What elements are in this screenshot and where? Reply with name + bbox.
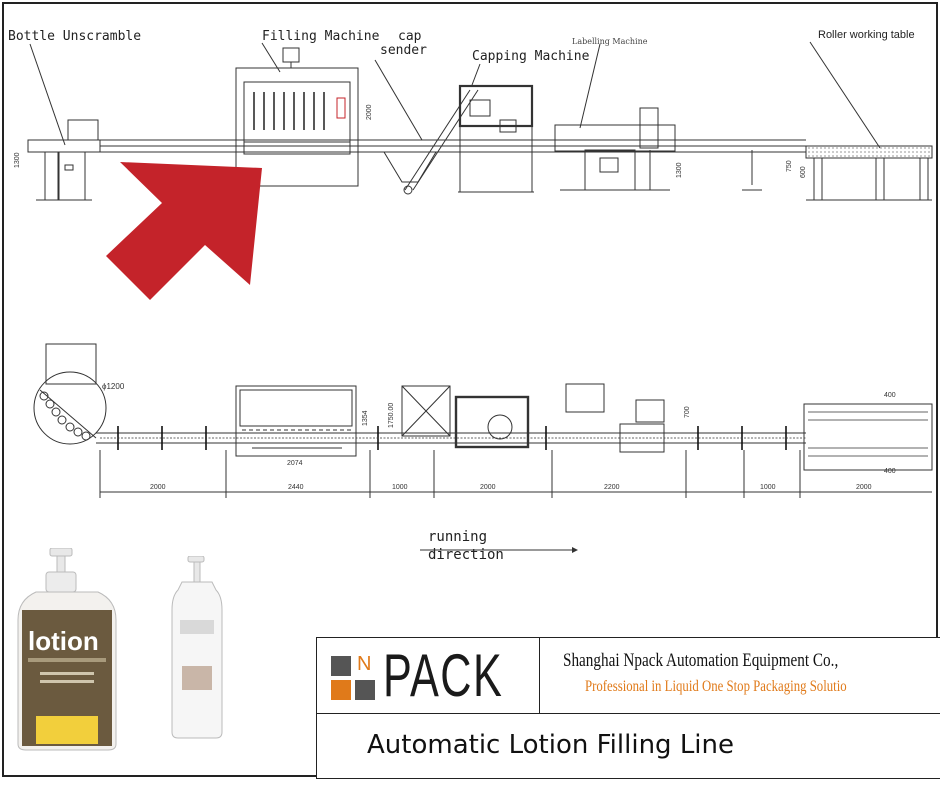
label-filling-machine: Filling Machine: [262, 29, 380, 44]
title-block-vdivider: [539, 638, 540, 713]
dim-top-750: 750: [786, 160, 793, 172]
dim-1354: 1354: [362, 410, 369, 426]
label-capping-machine: Capping Machine: [472, 49, 590, 64]
title-block: N PACK Shanghai Npack Automation Equipme…: [316, 637, 940, 779]
page-title: Automatic Lotion Filling Line: [367, 730, 734, 760]
dim-400b: 400: [884, 468, 896, 475]
title-block-hdivider: [317, 713, 940, 714]
logo-n-mark: N: [357, 653, 372, 675]
dim-700: 700: [684, 406, 691, 418]
dim-seg1: 2000: [150, 484, 166, 491]
running-direction-arrow: [420, 547, 578, 553]
dim-top-2000: 2000: [366, 104, 373, 120]
lotion-bottle-amber: lotion: [17, 548, 117, 751]
dim-seg7: 2000: [856, 484, 872, 491]
label-labelling-machine: Labelling Machine: [572, 37, 648, 46]
logo-pack-text: PACK: [383, 642, 504, 709]
dim-400a: 400: [884, 392, 896, 399]
dim-seg5: 2200: [604, 484, 620, 491]
elevation-view: [27, 41, 933, 201]
company-slogan: Professional in Liquid One Stop Packagin…: [585, 678, 847, 695]
label-cap-sender-line1: cap: [398, 29, 422, 44]
logo-square-bottom-left: [331, 680, 351, 700]
dim-seg6: 1000: [760, 484, 776, 491]
dim-seg4: 2000: [480, 484, 496, 491]
dim-top-600: 600: [800, 166, 807, 178]
logo-square-top-left: [331, 656, 351, 676]
dim-seg3: 1000: [392, 484, 408, 491]
running-direction-line1: running: [428, 529, 488, 545]
lotion-bottle-white: [171, 556, 223, 739]
bottle-brand-text: lotion: [28, 626, 99, 656]
dim-1750: 1750.00: [388, 402, 395, 428]
label-bottle-unscramble: Bottle Unscramble: [8, 29, 142, 44]
label-roller-table: Roller working table: [818, 29, 915, 41]
logo-square-bottom-right: [355, 680, 375, 700]
highlight-arrow: [106, 162, 262, 300]
company-name: Shanghai Npack Automation Equipment Co.,: [563, 650, 839, 671]
running-direction-line2: direction: [428, 547, 504, 563]
dim-seg2: 2440: [288, 484, 304, 491]
plan-view: [33, 343, 933, 498]
npack-logo: N PACK: [327, 642, 537, 709]
dim-2074: 2074: [287, 460, 303, 467]
dim-phi1200: ϕ1200: [102, 382, 125, 391]
dim-top-1300b: 1300: [676, 162, 683, 178]
dim-top-1300a: 1300: [14, 152, 21, 168]
label-cap-sender-line2: sender: [380, 43, 427, 58]
